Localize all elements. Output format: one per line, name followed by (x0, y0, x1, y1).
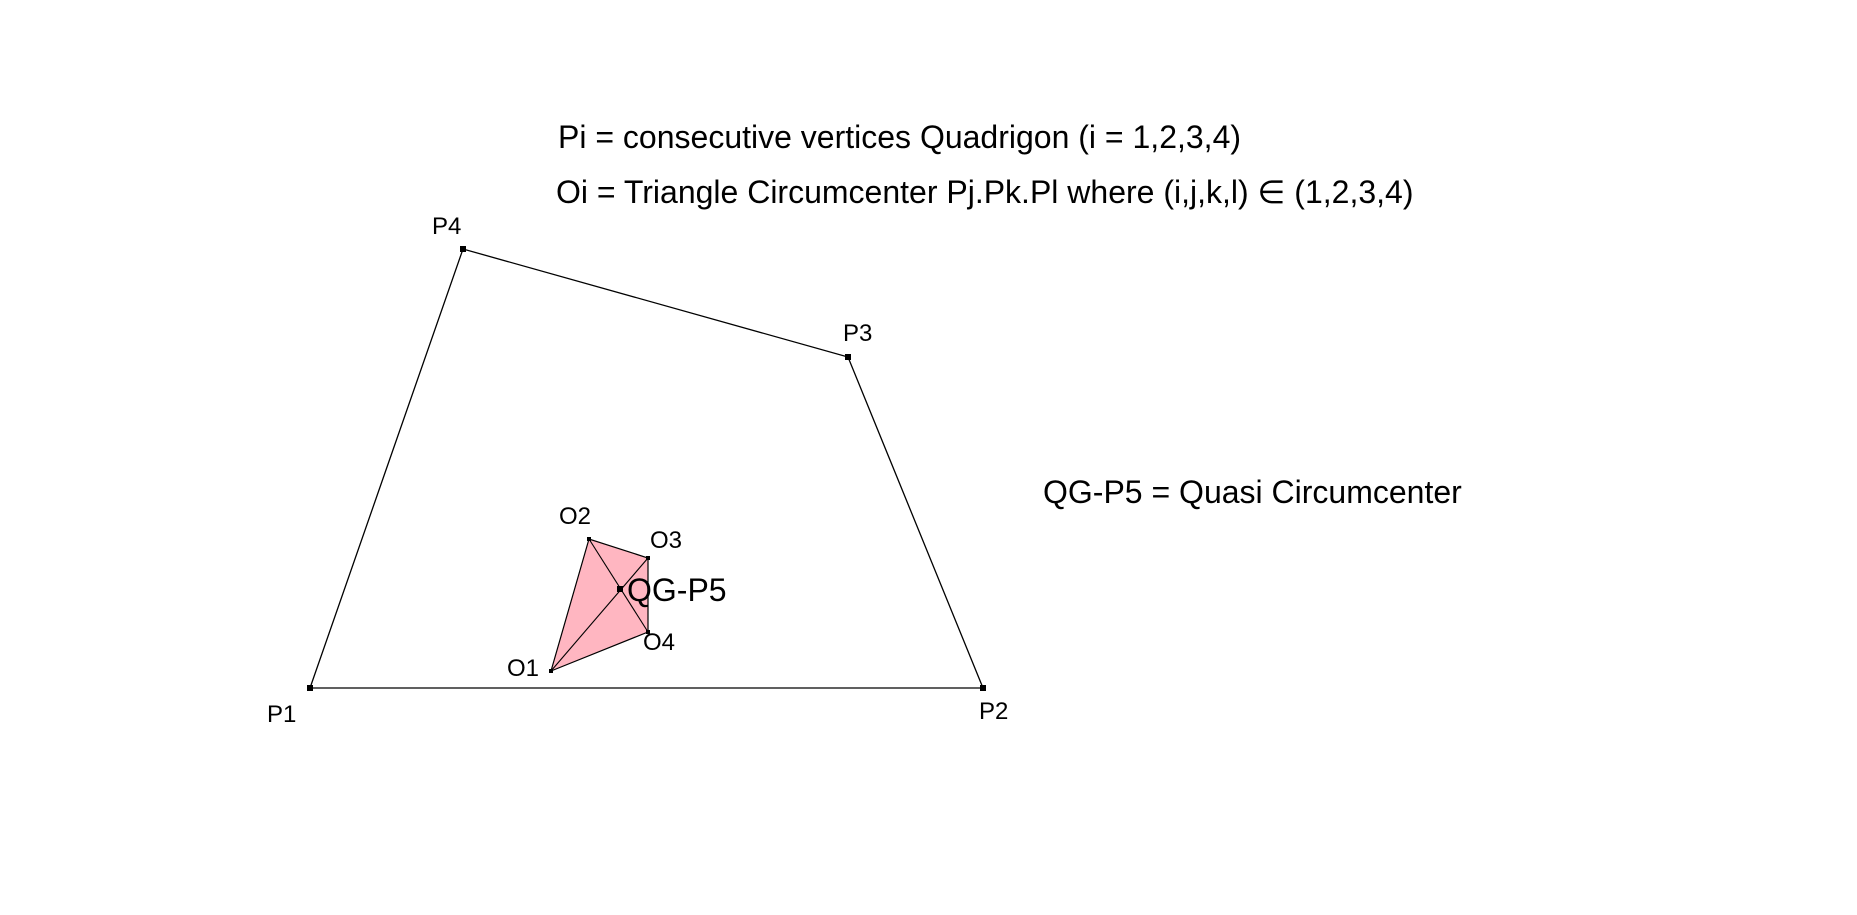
vertex-o2-marker (587, 537, 591, 541)
vertex-p4-marker (460, 246, 466, 252)
caption-vertices-definition: Pi = consecutive vertices Quadrigon (i =… (558, 119, 1241, 155)
vertex-p2-marker (980, 685, 986, 691)
vertex-p1-marker (307, 685, 313, 691)
label-o2: O2 (559, 503, 591, 530)
label-o1: O1 (507, 655, 539, 682)
label-qg-p5: QG-P5 (627, 572, 727, 608)
label-p1: P1 (267, 701, 296, 728)
label-o4: O4 (643, 629, 675, 656)
diagonal-o2-o4 (588, 538, 649, 633)
vertex-o1-marker (549, 669, 553, 673)
label-o3: O3 (650, 527, 682, 554)
caption-circumcenter-definition: Oi = Triangle Circumcenter Pj.Pk.Pl wher… (556, 174, 1413, 210)
vertex-qg-p5-marker (617, 586, 623, 592)
vertex-o3-marker (646, 556, 650, 560)
label-p3: P3 (843, 320, 872, 347)
vertex-o4-marker (646, 630, 650, 634)
diagonal-o1-o3 (550, 557, 649, 672)
caption-quasi-circumcenter: QG-P5 = Quasi Circumcenter (1043, 474, 1462, 510)
vertex-p3-marker (845, 354, 851, 360)
label-p2: P2 (979, 698, 1008, 725)
label-p4: P4 (432, 213, 461, 240)
